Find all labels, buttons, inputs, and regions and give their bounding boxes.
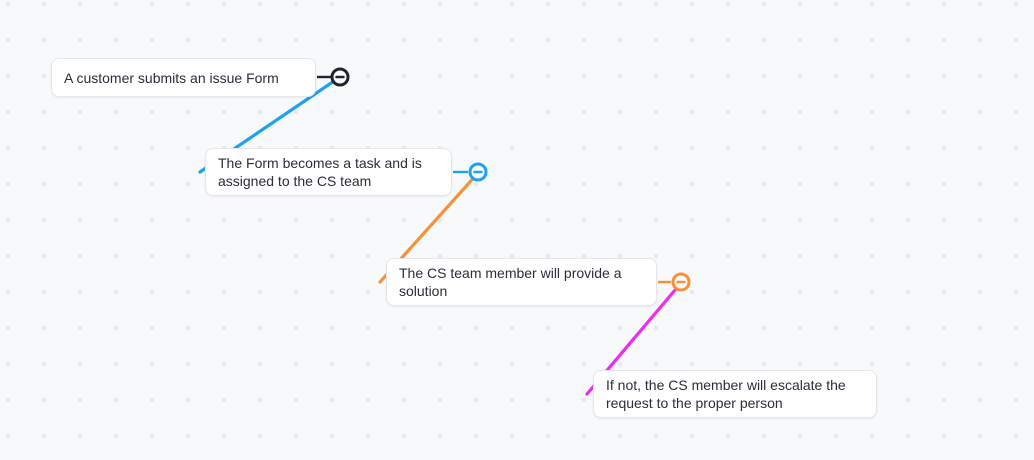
node-3-collapse-button[interactable] <box>670 271 692 293</box>
mindmap-node-3-label: The CS team member will provide a soluti… <box>399 265 622 299</box>
mindmap-node-1[interactable]: A customer submits an issue Form <box>51 58 316 97</box>
node-2-collapse-button[interactable] <box>467 161 489 183</box>
node-1-collapse-button[interactable] <box>329 66 351 88</box>
mindmap-node-4[interactable]: If not, the CS member will escalate the … <box>593 370 877 418</box>
mindmap-node-2[interactable]: The Form becomes a task and is assigned … <box>205 148 452 196</box>
mindmap-node-4-label: If not, the CS member will escalate the … <box>606 377 846 411</box>
mindmap-node-3[interactable]: The CS team member will provide a soluti… <box>386 258 657 306</box>
mindmap-node-1-label: A customer submits an issue Form <box>64 69 279 86</box>
mindmap-node-2-label: The Form becomes a task and is assigned … <box>218 155 422 189</box>
